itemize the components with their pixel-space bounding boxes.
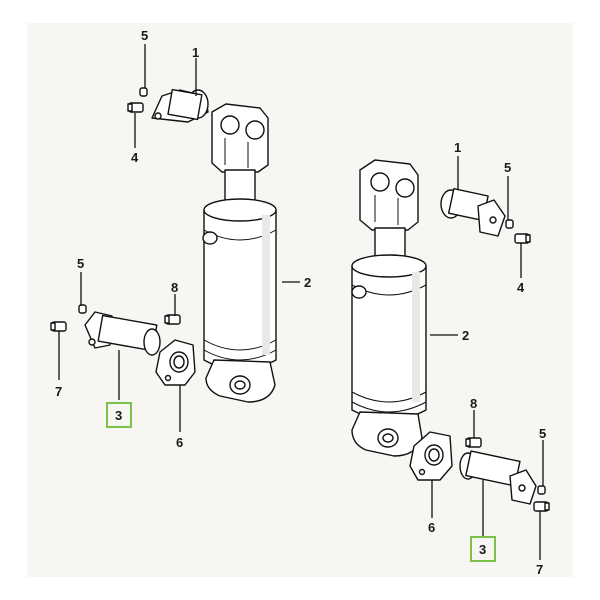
callout-5-right-upper: 5 [504,160,511,175]
callout-3-left: 3 [115,408,122,423]
right-plate [409,431,453,481]
callout-7-right: 7 [536,562,543,577]
right-cylinder [351,159,427,457]
left-bolt-plate [164,314,181,325]
left-lock-upper [139,87,148,97]
right-lock-upper [505,219,514,229]
callout-5-right-lower: 5 [539,426,546,441]
right-bolt-lower [533,501,550,512]
callout-1-right: 1 [454,140,461,155]
left-lock-lower [78,304,87,314]
left-cylinder [202,103,277,403]
left-pin-top [151,88,209,123]
callout-5-left-upper: 5 [141,28,148,43]
left-pin-lower [84,311,161,356]
right-bolt-upper [514,233,531,244]
left-callouts: 1 5 4 2 5 8 7 3 6 [55,28,311,450]
right-bolt-plate [465,437,482,448]
left-bolt-upper [127,102,144,113]
right-pin-top [440,188,506,237]
callout-6-right: 6 [428,520,435,535]
callout-8-left: 8 [171,280,178,295]
leader-lines [58,44,544,560]
callout-6-left: 6 [176,435,183,450]
drawing-background [27,23,573,577]
callout-2-left: 2 [304,275,311,290]
callout-5-left-lower: 5 [77,256,84,271]
callout-8-right: 8 [470,396,477,411]
right-lock-lower [537,485,546,495]
right-pin-lower [459,450,537,505]
callout-4-left: 4 [131,150,139,165]
callout-4-right: 4 [517,280,525,295]
callout-3-right: 3 [479,542,486,557]
callout-3-left-highlight [106,402,132,428]
callout-1-left: 1 [192,45,199,60]
left-bolt-lower [50,321,67,332]
callout-3-right-highlight [470,536,496,562]
callout-2-right: 2 [462,328,469,343]
left-plate [155,339,196,386]
callout-7-left: 7 [55,384,62,399]
right-callouts: 1 5 4 2 8 5 6 3 7 [428,140,546,577]
